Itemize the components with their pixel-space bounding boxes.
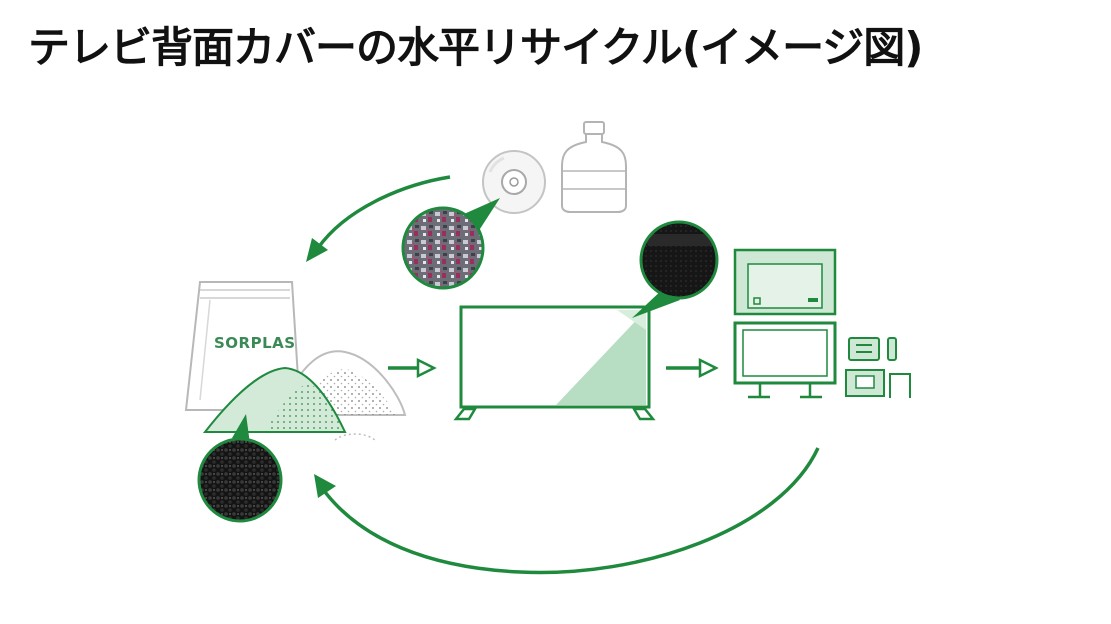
parts-icon [845, 337, 911, 398]
tv-back-panel-icon [632, 220, 719, 318]
tv-icon [733, 321, 837, 399]
tv-back-product-icon [733, 248, 837, 316]
pellet-piles [202, 350, 407, 441]
arrow-right-icon [666, 357, 719, 379]
bag-label: SORPLAS [214, 334, 296, 352]
arrow-products-to-sorplas [314, 447, 820, 575]
pellets-icon [197, 414, 283, 523]
arrow-waste-to-sorplas [306, 175, 451, 262]
water-bottle-icon [561, 121, 627, 213]
page-title: テレビ背面カバーの水平リサイクル(イメージ図) [28, 23, 923, 72]
cd-disc-icon [482, 150, 546, 214]
arrow-right-icon [388, 357, 437, 379]
tv-back-cover-icon [453, 305, 656, 421]
plastic-flakes-icon [401, 198, 500, 290]
